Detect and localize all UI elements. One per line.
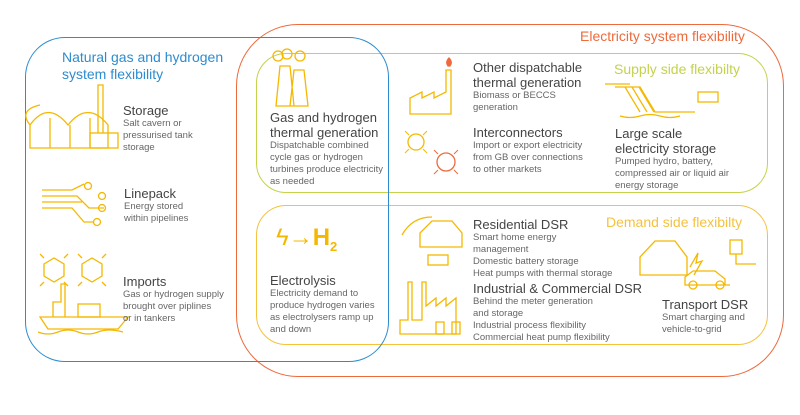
industrial-dsr-item: Industrial & Commercial DSR Behind the m… (473, 281, 642, 344)
item-desc: turbines produce electricity (270, 164, 383, 175)
item-desc: brought over piplines (123, 301, 212, 312)
interconnector-icon (404, 130, 459, 175)
item-title: thermal generation (473, 75, 582, 90)
item-desc: to other markets (473, 164, 542, 175)
item-desc: Heat pumps with thermal storage (473, 268, 613, 279)
item-desc: pressurised tank (123, 130, 193, 141)
item-desc: Energy stored (124, 201, 184, 212)
item-desc: Behind the meter generation (473, 296, 593, 307)
residential-dsr-item: Residential DSR Smart home energy manage… (473, 217, 612, 280)
tanker-ship-icon (37, 253, 130, 335)
electrolysis-icon: ϟ→H2 (276, 224, 337, 254)
storage-item: Storage Salt cavern or pressurised tank … (123, 103, 193, 154)
item-desc: Industrial process flexibility (473, 320, 586, 331)
item-title: Interconnectors (473, 125, 563, 140)
electricity-system-title: Electricity system flexibility (580, 28, 745, 44)
item-desc: compressed air or liquid air (615, 168, 730, 179)
item-desc: within pipelines (124, 213, 189, 224)
imports-item: Imports Gas or hydrogen supply brought o… (123, 274, 224, 325)
item-desc: Gas or hydrogen supply (123, 289, 224, 300)
item-desc: as needed (270, 176, 315, 187)
item-desc: management (473, 244, 529, 255)
item-desc: and down (270, 324, 312, 335)
electricity-system-region (236, 24, 784, 377)
supply-side-title: Supply side flexibilty (614, 61, 741, 77)
item-title: Imports (123, 274, 167, 289)
pumped-hydro-icon (605, 83, 719, 119)
item-desc: Electricity demand to (270, 288, 359, 299)
item-desc: energy storage (615, 180, 679, 191)
demand-side-title: Demand side flexibilty (606, 214, 743, 230)
demand-side-region (256, 205, 768, 345)
item-title: Transport DSR (662, 297, 749, 312)
cooling-towers-icon (272, 48, 309, 107)
item-title: thermal generation (270, 125, 379, 140)
gas-system-title: Natural gas and hydrogen system flexibil… (62, 49, 223, 83)
gas-system-region (25, 37, 389, 362)
item-desc: storage (123, 142, 155, 153)
linepack-item: Linepack Energy stored within pipelines (124, 186, 188, 225)
item-title: Electrolysis (270, 273, 336, 288)
h2-label: H (312, 224, 331, 251)
item-title: Other dispatchable (473, 60, 583, 75)
transport-dsr-item: Transport DSR Smart charging and vehicle… (662, 297, 748, 336)
gas-storage-icon (25, 84, 119, 149)
item-desc: and storage (473, 308, 524, 319)
item-title: Large scale (615, 126, 683, 141)
gas-thermal-item: Gas and hydrogen thermal generation Disp… (270, 110, 383, 188)
item-title: Gas and hydrogen (270, 110, 377, 125)
large-storage-item: Large scale electricity storage Pumped h… (615, 126, 729, 192)
item-desc: Pumped hydro, battery, (615, 156, 714, 167)
item-desc: Commercial heat pump flexibility (473, 332, 610, 343)
supply-side-region (256, 53, 768, 193)
item-title: Linepack (124, 186, 177, 201)
lightning-icon: ϟ→ (276, 224, 313, 251)
factory-icon (409, 57, 452, 115)
pipeline-icon (42, 181, 107, 227)
item-desc: cycle gas or hydrogen (270, 152, 363, 163)
item-desc: Biomass or BECCS (473, 90, 556, 101)
item-desc: as electrolysers ramp up (270, 312, 374, 323)
item-title: Residential DSR (473, 217, 569, 232)
item-title: Industrial & Commercial DSR (473, 281, 643, 296)
industrial-site-icon (399, 281, 461, 335)
item-desc: vehicle-to-grid (662, 324, 722, 335)
interconnectors-item: Interconnectors Import or export electri… (473, 125, 583, 176)
item-desc: produce hydrogen varies (270, 300, 375, 311)
item-title: electricity storage (615, 141, 717, 156)
h2-subscript: 2 (330, 238, 338, 254)
item-title: Storage (123, 103, 169, 118)
item-desc: Smart charging and (662, 312, 745, 323)
electrolysis-item: Electrolysis Electricity demand to produ… (270, 273, 375, 336)
item-desc: Salt cavern or (123, 118, 182, 129)
item-desc: Import or export electricity (473, 140, 583, 151)
item-desc: Domestic battery storage (473, 256, 579, 267)
title-line: Natural gas and hydrogen (62, 49, 224, 65)
item-desc: Smart home energy (473, 232, 557, 243)
item-desc: Dispatchable combined (270, 140, 369, 151)
item-desc: or in tankers (123, 313, 176, 324)
item-desc: generation (473, 102, 518, 113)
smart-home-icon (401, 216, 463, 266)
item-desc: from GB over connections (473, 152, 583, 163)
other-thermal-item: Other dispatchable thermal generation Bi… (473, 60, 582, 114)
title-line: system flexibility (62, 66, 164, 82)
electric-vehicle-home-icon (639, 239, 756, 290)
